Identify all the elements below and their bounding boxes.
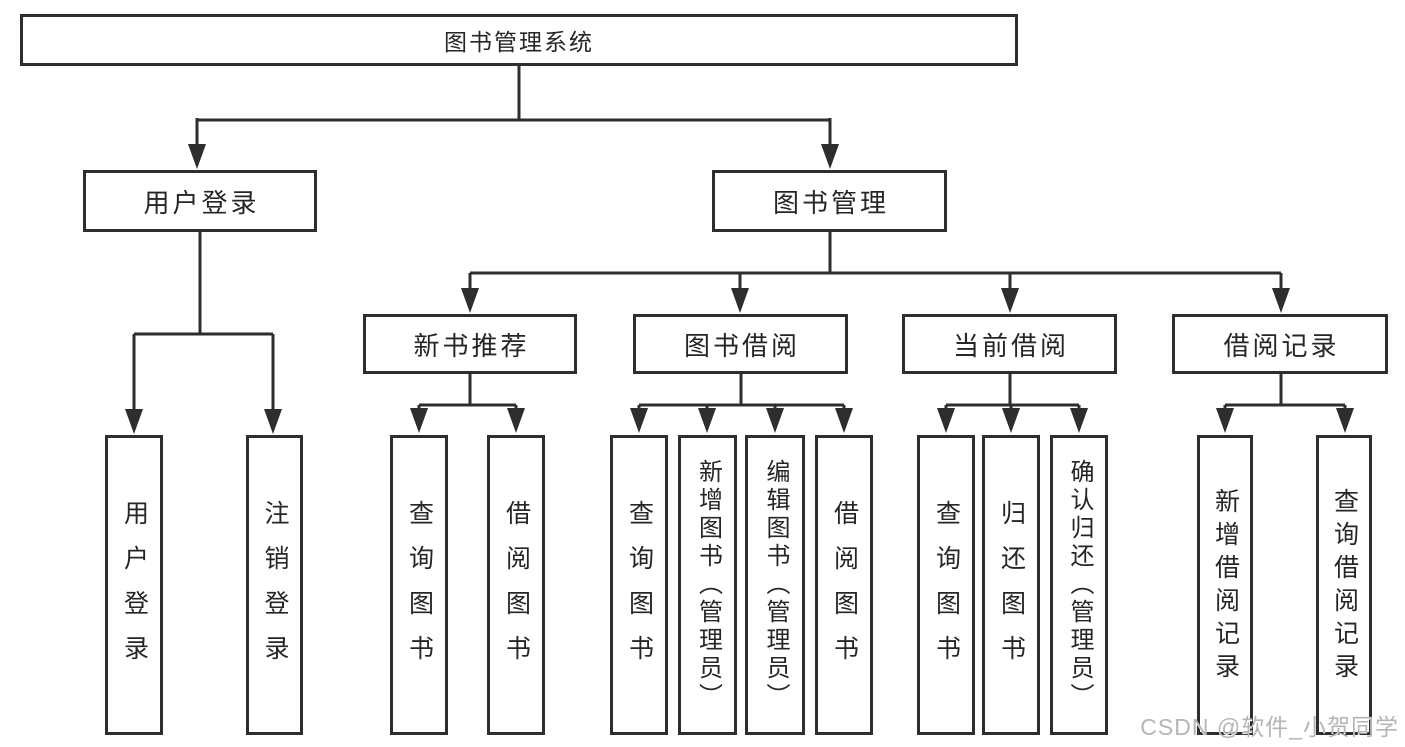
node-borrowing-records: 借阅记录 xyxy=(1172,314,1388,374)
leaf-logout: 注销登录 xyxy=(246,435,303,735)
node-book-borrowing: 图书借阅 xyxy=(633,314,848,374)
node-user-login: 用户登录 xyxy=(83,170,317,232)
csdn-watermark: CSDN @软件_小贺同学 xyxy=(1140,714,1399,740)
node-new-book-recommend: 新书推荐 xyxy=(363,314,577,374)
leaf-newbook-query-book: 查询图书 xyxy=(390,435,448,735)
leaf-borrow-borrow-book: 借阅图书 xyxy=(815,435,873,735)
arrowheads xyxy=(125,144,1354,434)
leaf-records-add-record: 新增借阅记录 xyxy=(1197,435,1253,735)
leaf-current-return-book: 归还图书 xyxy=(982,435,1040,735)
leaf-borrow-query-book: 查询图书 xyxy=(610,435,668,735)
leaf-current-query-book: 查询图书 xyxy=(917,435,975,735)
node-system-root: 图书管理系统 xyxy=(20,14,1018,66)
leaf-newbook-borrow-book: 借阅图书 xyxy=(487,435,545,735)
node-book-management: 图书管理 xyxy=(712,170,947,232)
leaf-current-confirm-return-admin: 确认归还（管理员） xyxy=(1050,435,1108,735)
leaf-borrow-edit-book-admin: 编辑图书（管理员） xyxy=(745,435,805,735)
leaf-borrow-add-book-admin: 新增图书（管理员） xyxy=(678,435,737,735)
leaf-records-query-record: 查询借阅记录 xyxy=(1316,435,1372,735)
node-current-borrowing: 当前借阅 xyxy=(902,314,1117,374)
leaf-user-login: 用户登录 xyxy=(105,435,163,735)
